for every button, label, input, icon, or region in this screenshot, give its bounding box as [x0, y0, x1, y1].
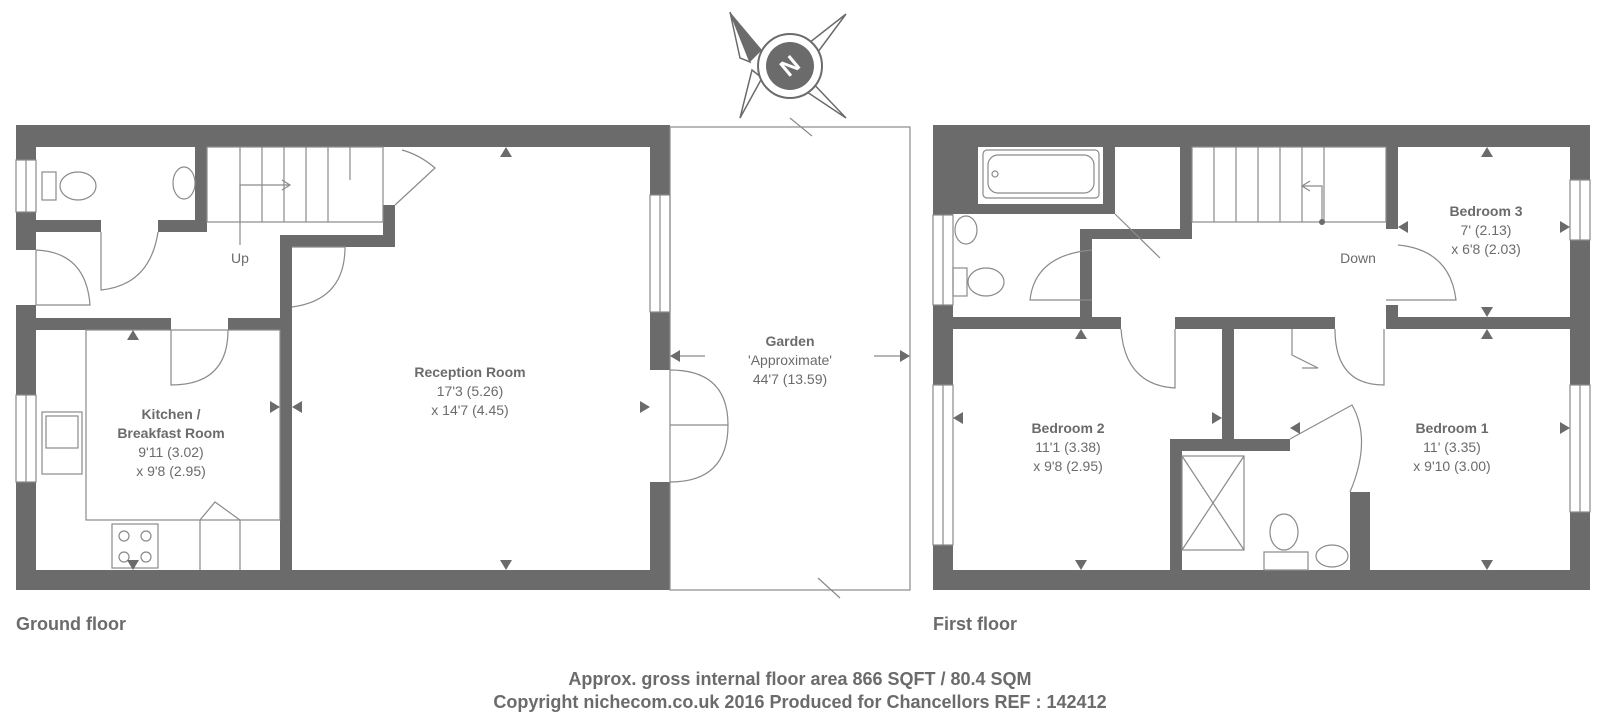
- ground-floor-caption: Ground floor: [16, 614, 126, 634]
- stairs-up-label: Up: [231, 250, 249, 266]
- bedroom3-dim2: x 6'8 (2.03): [1451, 241, 1521, 257]
- reception-room-name: Reception Room: [414, 364, 525, 380]
- garden-name: Garden: [765, 333, 814, 349]
- bedroom1-dim1: 11' (3.35): [1423, 439, 1481, 455]
- bedroom3-name: Bedroom 3: [1449, 203, 1522, 219]
- ground-floor-labels: Up Reception Room 17'3 (5.26) x 14'7 (4.…: [117, 250, 832, 479]
- reception-room-dim1: 17'3 (5.26): [437, 383, 504, 399]
- copyright-note: Copyright nichecom.co.uk 2016 Produced f…: [493, 692, 1107, 712]
- bedroom2-name: Bedroom 2: [1031, 420, 1104, 436]
- bedroom1-dim2: x 9'10 (3.00): [1413, 458, 1490, 474]
- ground-floor-plan: [15, 117, 911, 599]
- kitchen-dim2: x 9'8 (2.95): [136, 463, 206, 479]
- first-floor-plan: [932, 125, 1591, 590]
- bedroom2-dim1: 11'1 (3.38): [1035, 439, 1100, 455]
- first-floor-labels: Down Bedroom 3 7' (2.13) x 6'8 (2.03) Be…: [1031, 203, 1522, 474]
- garden-note: 'Approximate': [748, 352, 832, 368]
- reception-room-dim2: x 14'7 (4.45): [431, 402, 508, 418]
- garden-dim: 44'7 (13.59): [753, 371, 827, 387]
- compass-rose-icon: N: [729, 11, 847, 119]
- floor-area-note: Approx. gross internal floor area 866 SQ…: [568, 669, 1032, 689]
- bedroom2-dim2: x 9'8 (2.95): [1033, 458, 1103, 474]
- kitchen-dim1: 9'11 (3.02): [138, 444, 203, 460]
- first-floor-caption: First floor: [933, 614, 1017, 634]
- stairs-down-label: Down: [1340, 250, 1376, 266]
- bedroom3-dim1: 7' (2.13): [1461, 222, 1512, 238]
- kitchen-name-line2: Breakfast Room: [117, 425, 224, 441]
- kitchen-name-line1: Kitchen /: [141, 406, 200, 422]
- bedroom1-name: Bedroom 1: [1415, 420, 1488, 436]
